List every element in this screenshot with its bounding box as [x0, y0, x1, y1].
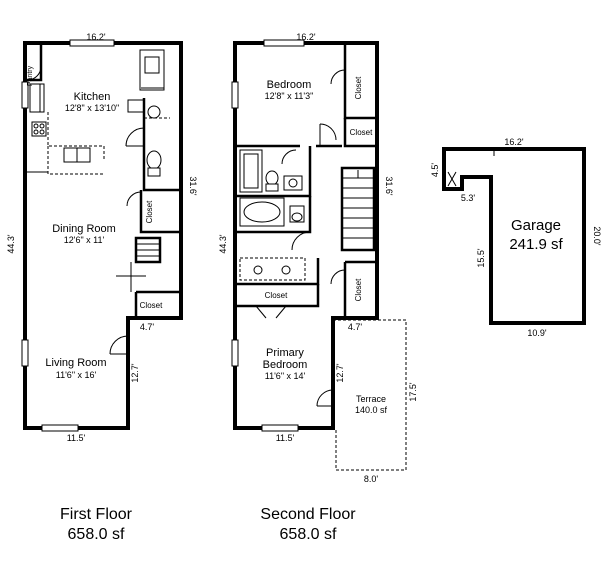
garage-area: 241.9 sf [509, 236, 563, 253]
first-left-dimension: 44.3' [6, 234, 16, 254]
first-lower-closet-label: Closet [140, 301, 163, 310]
dining-room-size: 12'6" x 11' [64, 235, 105, 245]
primary-bedroom-label-2: Bedroom [263, 359, 308, 371]
second-bottom-dimension: 11.5' [276, 433, 295, 443]
garage-top-dimension: 16.2' [504, 137, 524, 147]
first-notch-height: 12.7' [130, 363, 140, 383]
terrace-depth: 17.5' [408, 382, 418, 402]
second-floor-area: 658.0 sf [280, 526, 337, 543]
garage-bottom-dimension: 10.9' [527, 328, 547, 338]
second-floor-plan [231, 39, 407, 471]
first-notch-width: 4.7' [140, 322, 155, 332]
first-bottom-dimension: 11.5' [67, 433, 86, 443]
dining-room-label: Dining Room [52, 223, 116, 235]
second-notch-height: 12.7' [335, 363, 345, 383]
first-closet-label: Closet [145, 200, 154, 223]
first-floor-area: 658.0 sf [68, 526, 125, 543]
second-floor-title: Second Floor [260, 506, 356, 523]
garage-left-dimension: 15.5' [476, 248, 486, 268]
first-right-dimension: 31.6' [188, 176, 198, 196]
terrace-label: Terrace [356, 394, 386, 404]
bedroom-label: Bedroom [267, 79, 312, 91]
kitchen-label: Kitchen [74, 91, 111, 103]
garage-jog-height: 4.5' [430, 163, 440, 178]
hall-closet-label: Closet [350, 128, 373, 137]
pantry-label: Pantry [27, 65, 34, 86]
living-room-size: 11'6" x 16' [56, 370, 97, 380]
bedroom-closet-label: Closet [354, 76, 363, 99]
garage-right-dimension: 20.0' [592, 226, 602, 246]
first-top-dimension: 16.2' [86, 32, 106, 42]
living-room-label: Living Room [45, 357, 106, 369]
bedroom-size: 12'8" x 11'3" [265, 91, 314, 101]
terrace-area: 140.0 sf [355, 405, 388, 415]
kitchen-size: 12'8" x 13'10" [65, 103, 119, 113]
primary-bedroom-size: 11'6" x 14' [265, 371, 306, 381]
right-closet-label: Closet [354, 278, 363, 301]
garage-plan [442, 147, 586, 325]
first-floor-plan [21, 39, 183, 432]
terrace-width: 8.0' [364, 474, 379, 484]
second-top-dimension: 16.2' [296, 32, 316, 42]
garage-label: Garage [511, 217, 561, 234]
second-left-dimension: 44.3' [218, 234, 228, 254]
primary-bedroom-label-1: Primary [266, 347, 304, 359]
second-notch-width: 4.7' [348, 322, 363, 332]
garage-jog-width: 5.3' [461, 193, 476, 203]
primary-closet-label: Closet [265, 291, 288, 300]
first-floor-title: First Floor [60, 506, 133, 523]
second-right-dimension: 31.6' [384, 176, 394, 196]
